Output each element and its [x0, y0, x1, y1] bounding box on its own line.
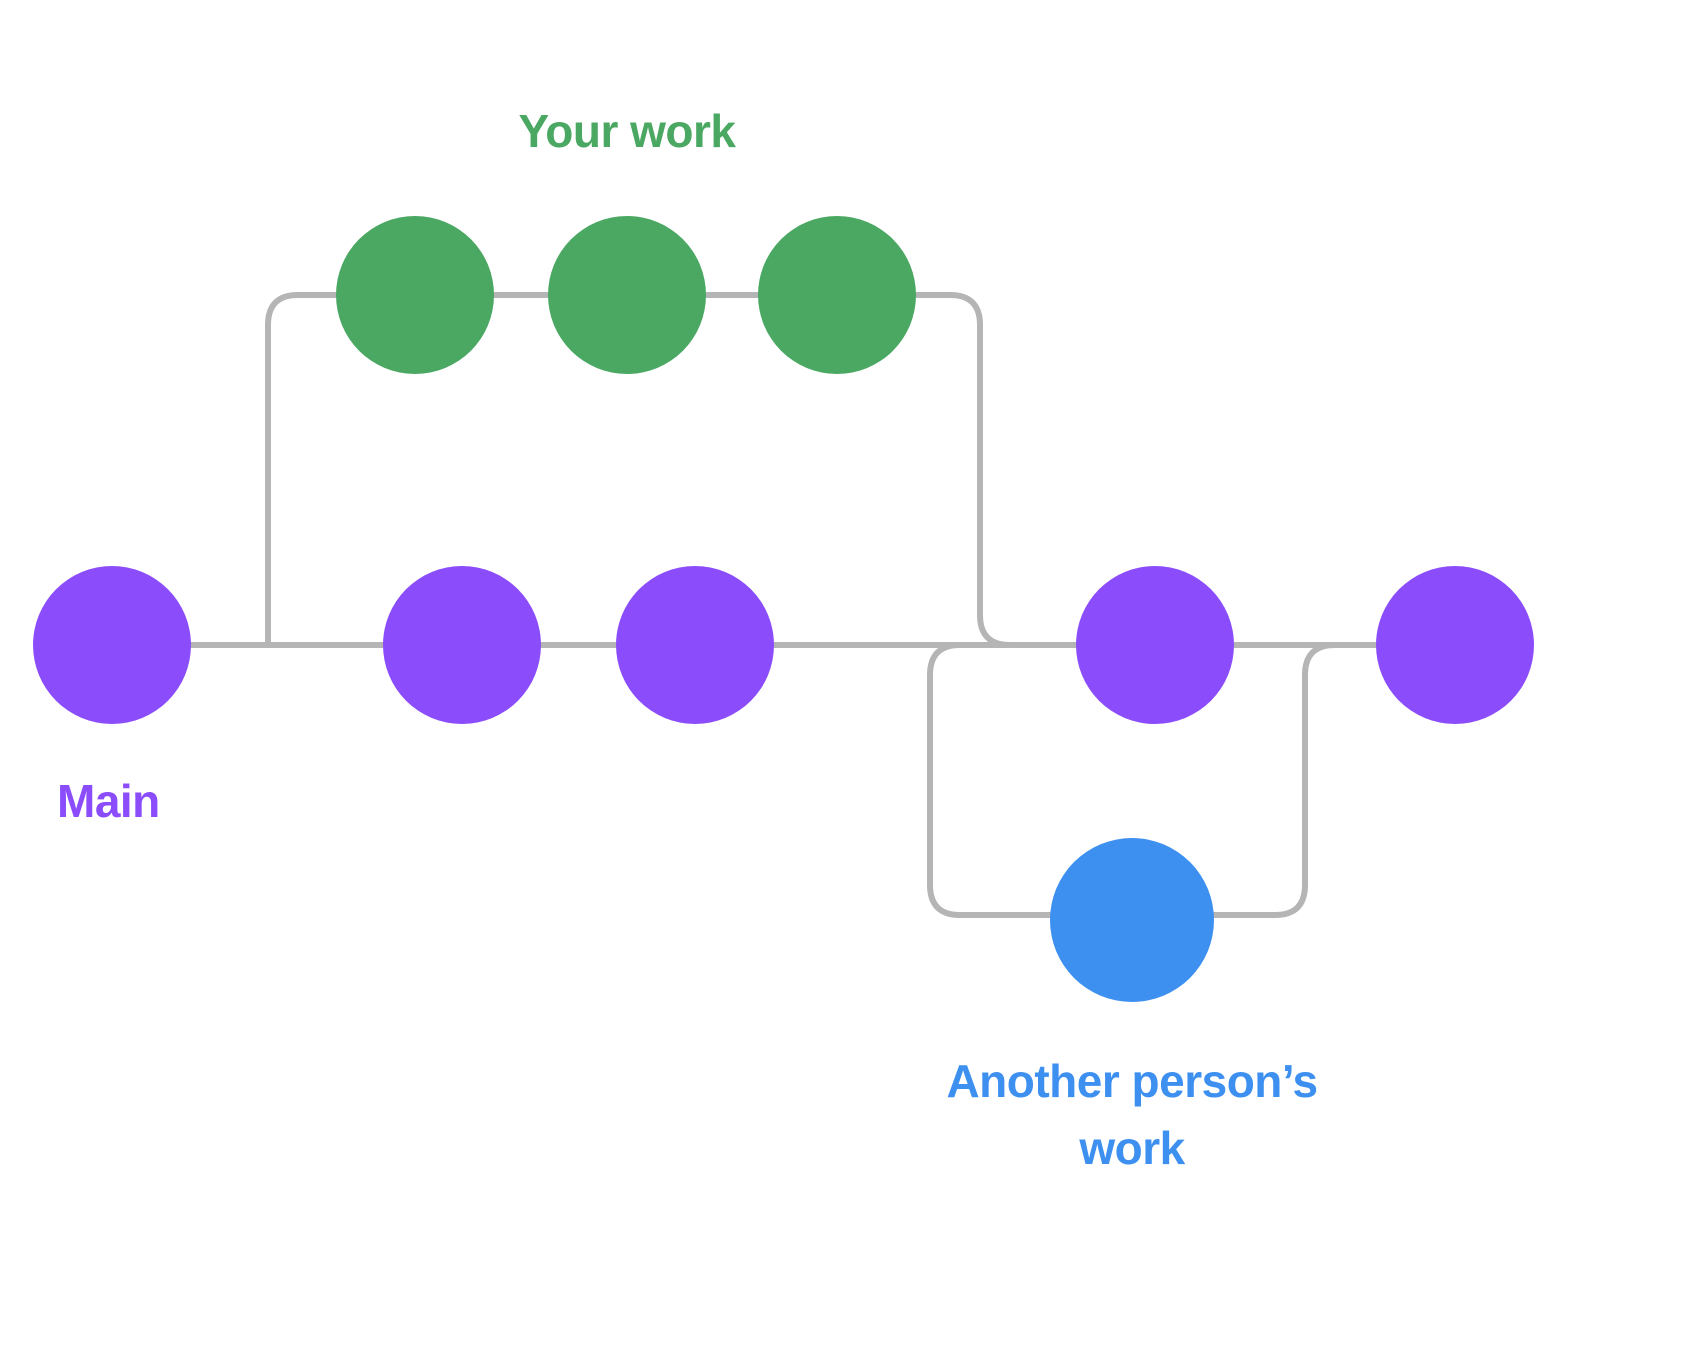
commit-node-main-2[interactable]	[383, 566, 541, 724]
commit-node-main-5[interactable]	[1376, 566, 1534, 724]
commit-node-another-person-1[interactable]	[1050, 838, 1214, 1002]
commit-node-your-work-3[interactable]	[758, 216, 916, 374]
commit-node-main-1[interactable]	[33, 566, 191, 724]
branch-label-your-work: Your work	[518, 105, 736, 157]
connector-your-work-merge-in	[912, 292, 1083, 648]
commit-node-your-work-1[interactable]	[336, 216, 494, 374]
connector-other-merge-in	[1202, 642, 1383, 918]
connector-your-work-branch-out	[265, 292, 423, 648]
branch-label-main: Main	[57, 775, 160, 827]
branch-label-another-person: Another person’s work	[946, 1055, 1318, 1174]
commit-node-main-4[interactable]	[1076, 566, 1234, 724]
connector-other-branch-out	[927, 642, 1063, 918]
commit-node-your-work-2[interactable]	[548, 216, 706, 374]
commit-node-main-3[interactable]	[616, 566, 774, 724]
